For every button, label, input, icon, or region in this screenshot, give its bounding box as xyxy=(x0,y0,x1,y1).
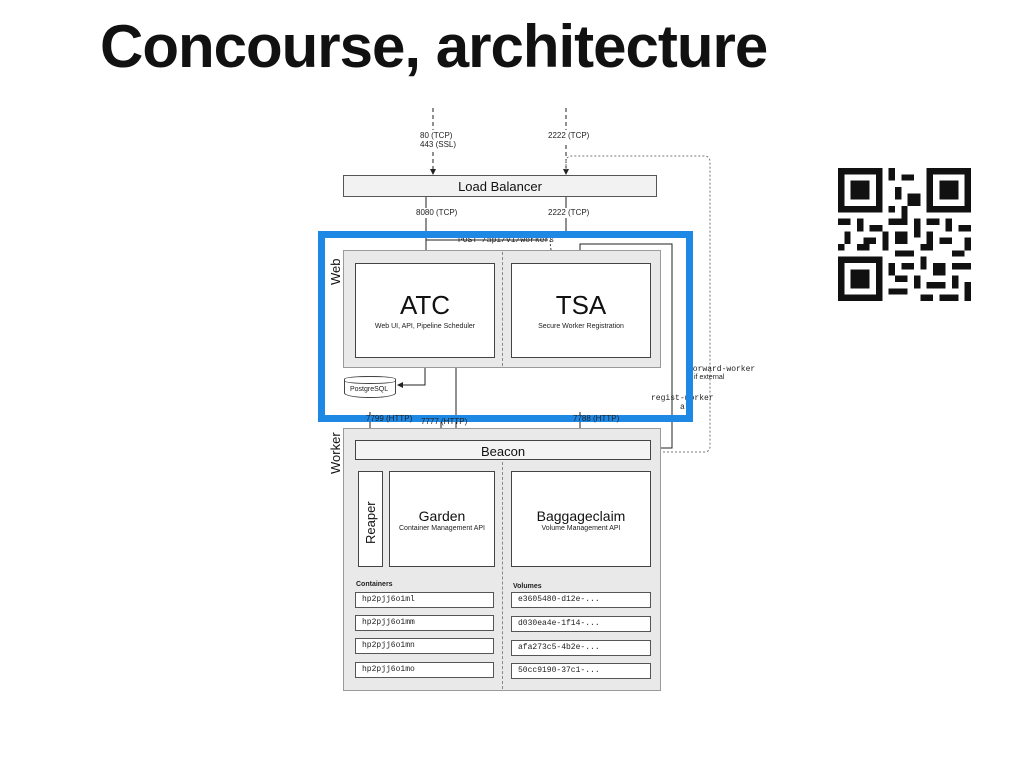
tsa-name: TSA xyxy=(555,290,607,320)
port-7777-label: 7777 (HTTP) xyxy=(421,417,468,426)
web-label: Web xyxy=(328,258,343,286)
port-7799-label: 7799 (HTTP) xyxy=(366,414,413,423)
port-2222-lb-label: 2222 (TCP) xyxy=(548,208,590,217)
volume-item: d030ea4e-1f14-... xyxy=(511,616,651,632)
page-title: Concourse, architecture xyxy=(100,13,768,80)
reaper-box: Reaper xyxy=(358,471,383,567)
port-7788-label: 7788 (HTTP) xyxy=(573,414,620,423)
load-balancer-label: Load Balancer xyxy=(458,179,542,194)
atc-name: ATC xyxy=(399,290,451,320)
volume-item: 50cc9190-37c1-... xyxy=(511,663,651,679)
if-external-label: if external xyxy=(694,374,725,381)
register-worker-label-c: al xyxy=(680,403,690,412)
garden-name: Garden xyxy=(418,508,466,524)
garden-subtitle: Container Management API xyxy=(399,525,485,532)
container-item: hp2pjj6o1mn xyxy=(355,638,494,654)
register-worker-label-a: regist xyxy=(651,394,680,403)
beacon-box: Beacon xyxy=(355,440,651,460)
tsa-box: TSA Secure Worker Registration xyxy=(511,263,651,358)
postgresql-label: PostgreSQL xyxy=(350,386,389,393)
reaper-label: Reaper xyxy=(363,501,378,544)
container-item: hp2pjj6o1mo xyxy=(355,662,494,678)
baggageclaim-box: Baggageclaim Volume Management API xyxy=(511,471,651,567)
container-item: hp2pjj6o1mm xyxy=(355,615,494,631)
load-balancer-box: Load Balancer xyxy=(343,175,657,197)
port-443-label: 443 (SSL) xyxy=(420,140,457,149)
atc-subtitle: Web UI, API, Pipeline Scheduler xyxy=(374,323,476,330)
port-2222-top-label: 2222 (TCP) xyxy=(548,131,590,140)
port-8080-label: 8080 (TCP) xyxy=(416,208,458,217)
tsa-subtitle: Secure Worker Registration xyxy=(538,323,624,330)
web-divider xyxy=(502,252,504,366)
register-worker-label-b: -worker xyxy=(680,394,714,403)
worker-label: Worker xyxy=(328,432,343,474)
beacon-label: Beacon xyxy=(480,444,526,459)
containers-heading: Containers xyxy=(356,581,393,588)
post-workers-label: POST /api/v1/workers xyxy=(458,236,555,245)
port-80-label: 80 (TCP) xyxy=(420,131,453,140)
forward-worker-label: forward-worker xyxy=(688,365,756,374)
baggageclaim-name: Baggageclaim xyxy=(536,508,626,524)
atc-box: ATC Web UI, API, Pipeline Scheduler xyxy=(355,263,495,358)
container-item: hp2pjj6o1ml xyxy=(355,592,494,608)
baggageclaim-subtitle: Volume Management API xyxy=(541,525,621,532)
volumes-heading: Volumes xyxy=(513,583,542,590)
volume-item: afa273c5-4b2e-... xyxy=(511,640,651,656)
volume-item: e3605480-d12e-... xyxy=(511,592,651,608)
qr-code-icon xyxy=(838,168,971,301)
worker-divider xyxy=(502,462,504,689)
postgresql-database: PostgreSQL xyxy=(344,376,396,398)
garden-box: Garden Container Management API xyxy=(389,471,495,567)
